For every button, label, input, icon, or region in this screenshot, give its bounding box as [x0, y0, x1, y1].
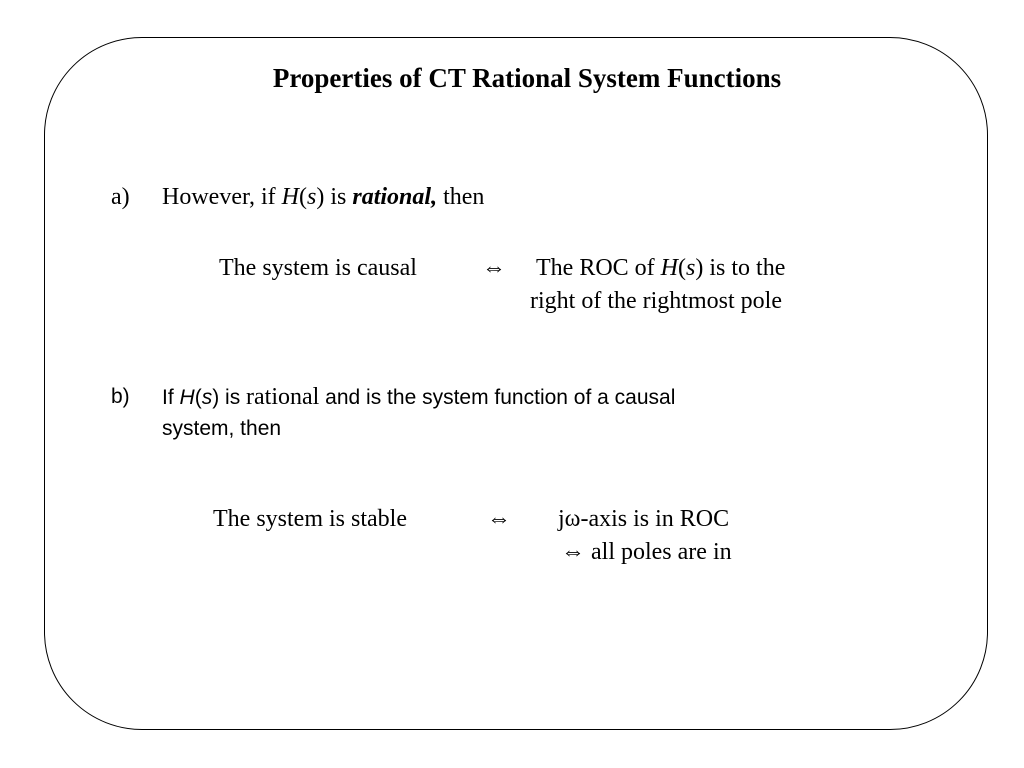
item-b-rational: rational	[246, 384, 320, 410]
item-b-paren-close: )	[212, 386, 220, 409]
item-b-marker: b)	[111, 385, 130, 408]
equiv-a-left: The system is causal	[219, 255, 417, 281]
item-a-paren-open: (	[299, 184, 308, 210]
item-a-text-1: However, if	[162, 184, 282, 210]
equiv-a-right-line-1: The ROC of H(s) is to the	[536, 253, 785, 283]
equiv-a-s: s	[686, 255, 696, 281]
equiv-b-symbol: ⇔	[487, 506, 511, 532]
slide-frame	[44, 37, 988, 730]
item-b-text-1: If	[162, 386, 180, 409]
item-a-emphasis: rational,	[352, 184, 438, 210]
equiv-a-right-line-2: right of the rightmost pole	[530, 288, 782, 314]
item-a-text-2: is	[324, 184, 353, 210]
equiv-a-right-2: is to the	[703, 255, 786, 281]
equiv-b-left: The system is stable	[213, 506, 407, 532]
item-a-marker: a)	[111, 184, 130, 210]
item-b-paren-open: (	[194, 386, 202, 409]
equiv-b-right-line-1: jω-axis is in ROC	[558, 506, 730, 532]
equiv-a-symbol: ⇔	[482, 255, 506, 281]
equiv-a-right-1: The ROC of	[536, 255, 661, 281]
item-a-text-3: then	[437, 184, 485, 210]
item-b-s: s	[201, 386, 213, 409]
item-b-line-2: system, then	[162, 417, 282, 440]
slide-title: Properties of CT Rational System Functio…	[272, 63, 782, 93]
item-a-H: H	[281, 184, 300, 210]
item-a-paren-close: )	[316, 184, 325, 210]
item-a-s: s	[307, 184, 317, 210]
item-a-text: However, if H(s) is rational, then	[162, 182, 484, 212]
item-b-text: If H(s) is rational and is the system fu…	[162, 382, 675, 413]
item-b-text-2: is	[219, 386, 247, 409]
item-b-text-3: and is the system function of a causal	[319, 386, 676, 409]
equiv-a-H: H	[660, 255, 678, 281]
item-b-H: H	[179, 386, 195, 409]
equiv-b-right-line-2: ⇔ all poles are in	[561, 539, 732, 565]
equiv-a-paren-open: (	[678, 255, 686, 281]
equiv-a-paren-close: )	[695, 255, 704, 281]
